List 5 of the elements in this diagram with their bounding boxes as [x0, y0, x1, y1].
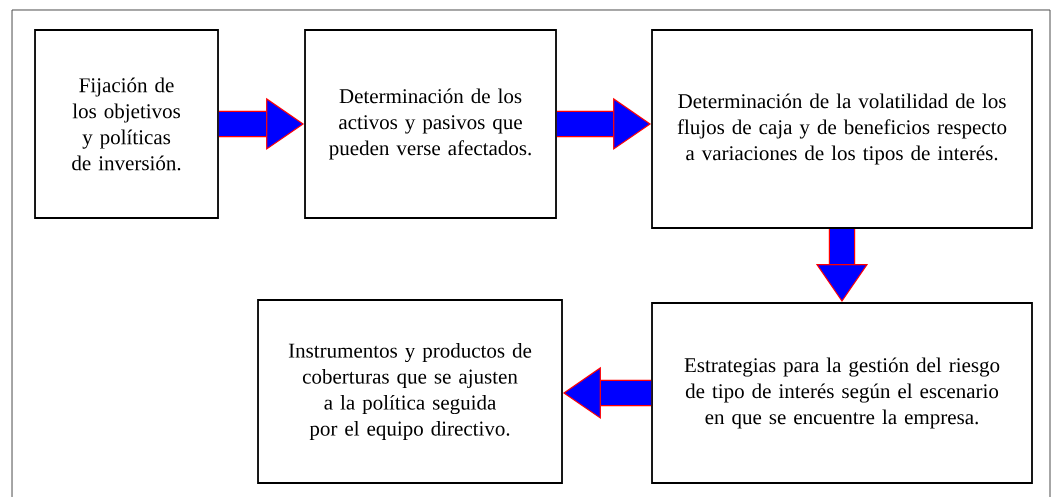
process-box: Determinación de la volatilidad de los flujos de caja y de beneficios respecto a variaciones de los tipos de interés.	[651, 29, 1033, 229]
process-box: Instrumentos y productos de coberturas que se ajusten a la política seguida por el equipo directivo.	[257, 299, 563, 484]
process-box: Determinación de los activos y pasivos que pueden verse afectados.	[304, 29, 557, 219]
process-box: Fijación de los objetivos y políticas de inversión.	[34, 29, 219, 219]
process-box: Estrategias para la gestión del riesgo de tipo de interés según el escenario en que se encuentre la empresa.	[651, 302, 1033, 484]
